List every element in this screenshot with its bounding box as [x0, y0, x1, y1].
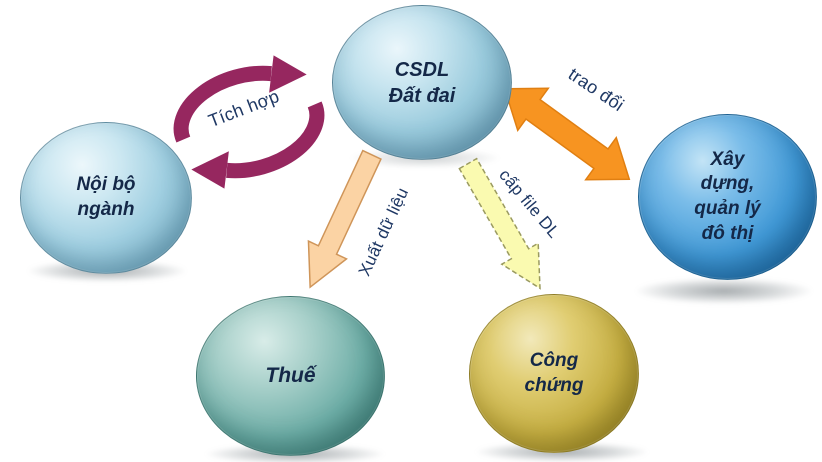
double-arrow-shape [503, 87, 631, 181]
node-label: Công chứng [525, 349, 584, 398]
cycle-arrowhead-top [269, 55, 307, 93]
export-data-arrow-icon [307, 149, 382, 289]
cycle-bottom-half [191, 101, 325, 189]
node-label: CSDL Đất đai [389, 57, 456, 109]
node-label-line: Đất đai [388, 84, 456, 107]
node-label: Xây dựng, quản lý đô thị [694, 148, 761, 247]
node-thue: Thuế [196, 296, 385, 456]
cycle-arc-top [173, 65, 272, 143]
dashed-arrow-shape [458, 157, 541, 290]
node-label-line: chứng [524, 374, 584, 396]
node-label-line: dựng, [700, 173, 755, 195]
node-label-line: ngành [77, 199, 135, 220]
node-csdl-dat-dai: CSDL Đất đai [332, 5, 512, 160]
node-xay-dung-quan-ly-do-thi: Xây dựng, quản lý đô thị [638, 114, 817, 280]
cycle-arc-bottom [226, 101, 325, 179]
node-label-line: Xây [710, 148, 745, 170]
double-arrow-icon [503, 87, 631, 181]
node-label-line: đô thị [701, 222, 754, 244]
sphere-shadow [636, 278, 812, 304]
node-noi-bo-nganh: Nội bộ ngành [20, 122, 192, 274]
node-label: Thuế [265, 362, 315, 389]
file-transfer-dashed-arrow-icon [458, 157, 541, 290]
node-label-line: Công [529, 349, 579, 371]
node-label-line: quản lý [694, 198, 761, 219]
node-label: Nội bộ ngành [76, 173, 135, 222]
node-label-line: CSDL [394, 58, 450, 81]
cycle-arrows-icon [173, 55, 325, 189]
node-label-line: Nội bộ [76, 174, 136, 196]
node-cong-chung: Công chứng [469, 294, 639, 453]
node-label-line: Thuế [265, 364, 316, 388]
export-arrow-shape [307, 149, 382, 289]
cycle-arrowhead-bottom [191, 151, 229, 189]
